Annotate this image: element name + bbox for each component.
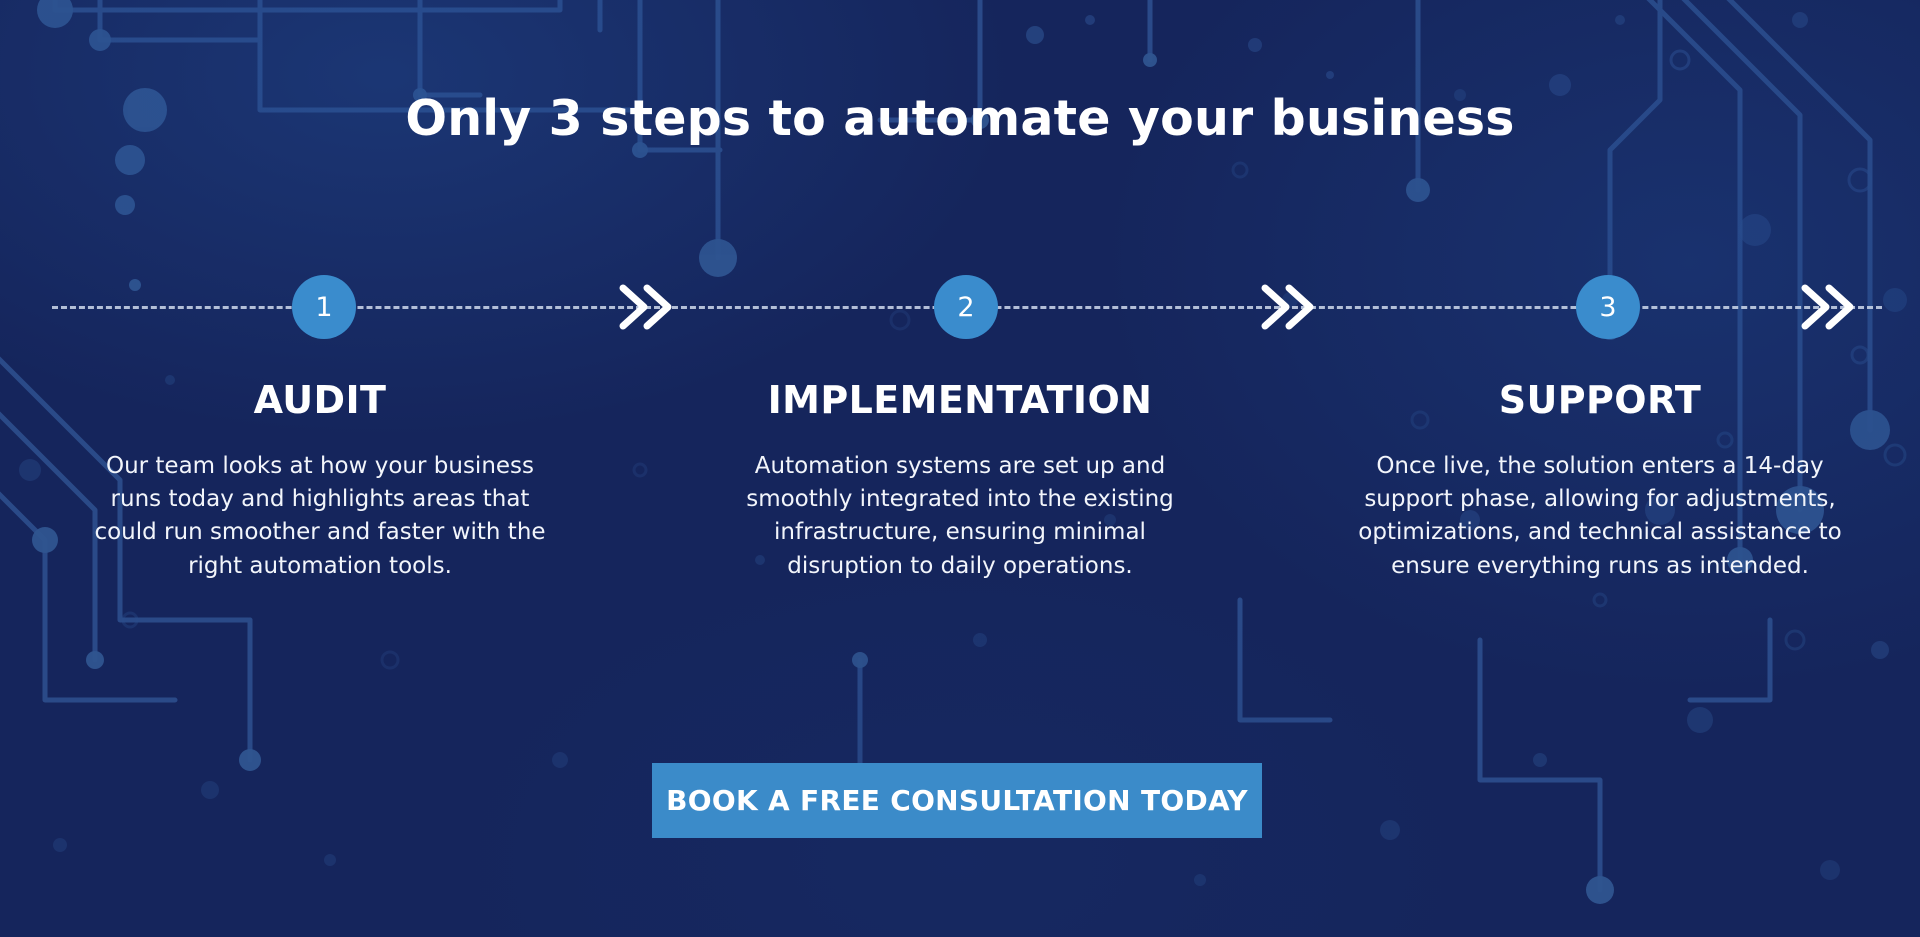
step-body-implementation: Automation systems are set up and smooth… <box>746 452 1174 579</box>
double-chevron-right-icon <box>1261 284 1314 330</box>
step-marker-2[interactable]: 2 <box>934 275 998 339</box>
step-marker-3[interactable]: 3 <box>1576 275 1640 339</box>
step-body-audit: Our team looks at how your business runs… <box>94 452 546 579</box>
step-card-implementation: IMPLEMENTATION Automation systems are se… <box>640 378 1280 680</box>
step-heading-support: SUPPORT <box>1498 378 1702 422</box>
step-heading-implementation: IMPLEMENTATION <box>767 378 1153 422</box>
page-title: Only 3 steps to automate your business <box>405 90 1515 147</box>
step-card-support: SUPPORT Once live, the solution enters a… <box>1280 378 1920 680</box>
step-card-audit: AUDIT Our team looks at how your busines… <box>0 378 640 680</box>
step-heading-audit: AUDIT <box>253 378 387 422</box>
book-consultation-button[interactable]: BOOK A FREE CONSULTATION TODAY <box>652 763 1262 838</box>
step-number-2: 2 <box>957 291 975 323</box>
steps-columns: AUDIT Our team looks at how your busines… <box>0 378 1920 680</box>
timeline: 1 2 3 <box>0 236 1920 378</box>
step-marker-1[interactable]: 1 <box>292 275 356 339</box>
step-number-1: 1 <box>315 291 333 323</box>
step-number-3: 3 <box>1599 291 1617 323</box>
step-body-support: Once live, the solution enters a 14-day … <box>1358 452 1842 579</box>
double-chevron-right-icon <box>1801 284 1854 330</box>
double-chevron-right-icon <box>619 284 672 330</box>
